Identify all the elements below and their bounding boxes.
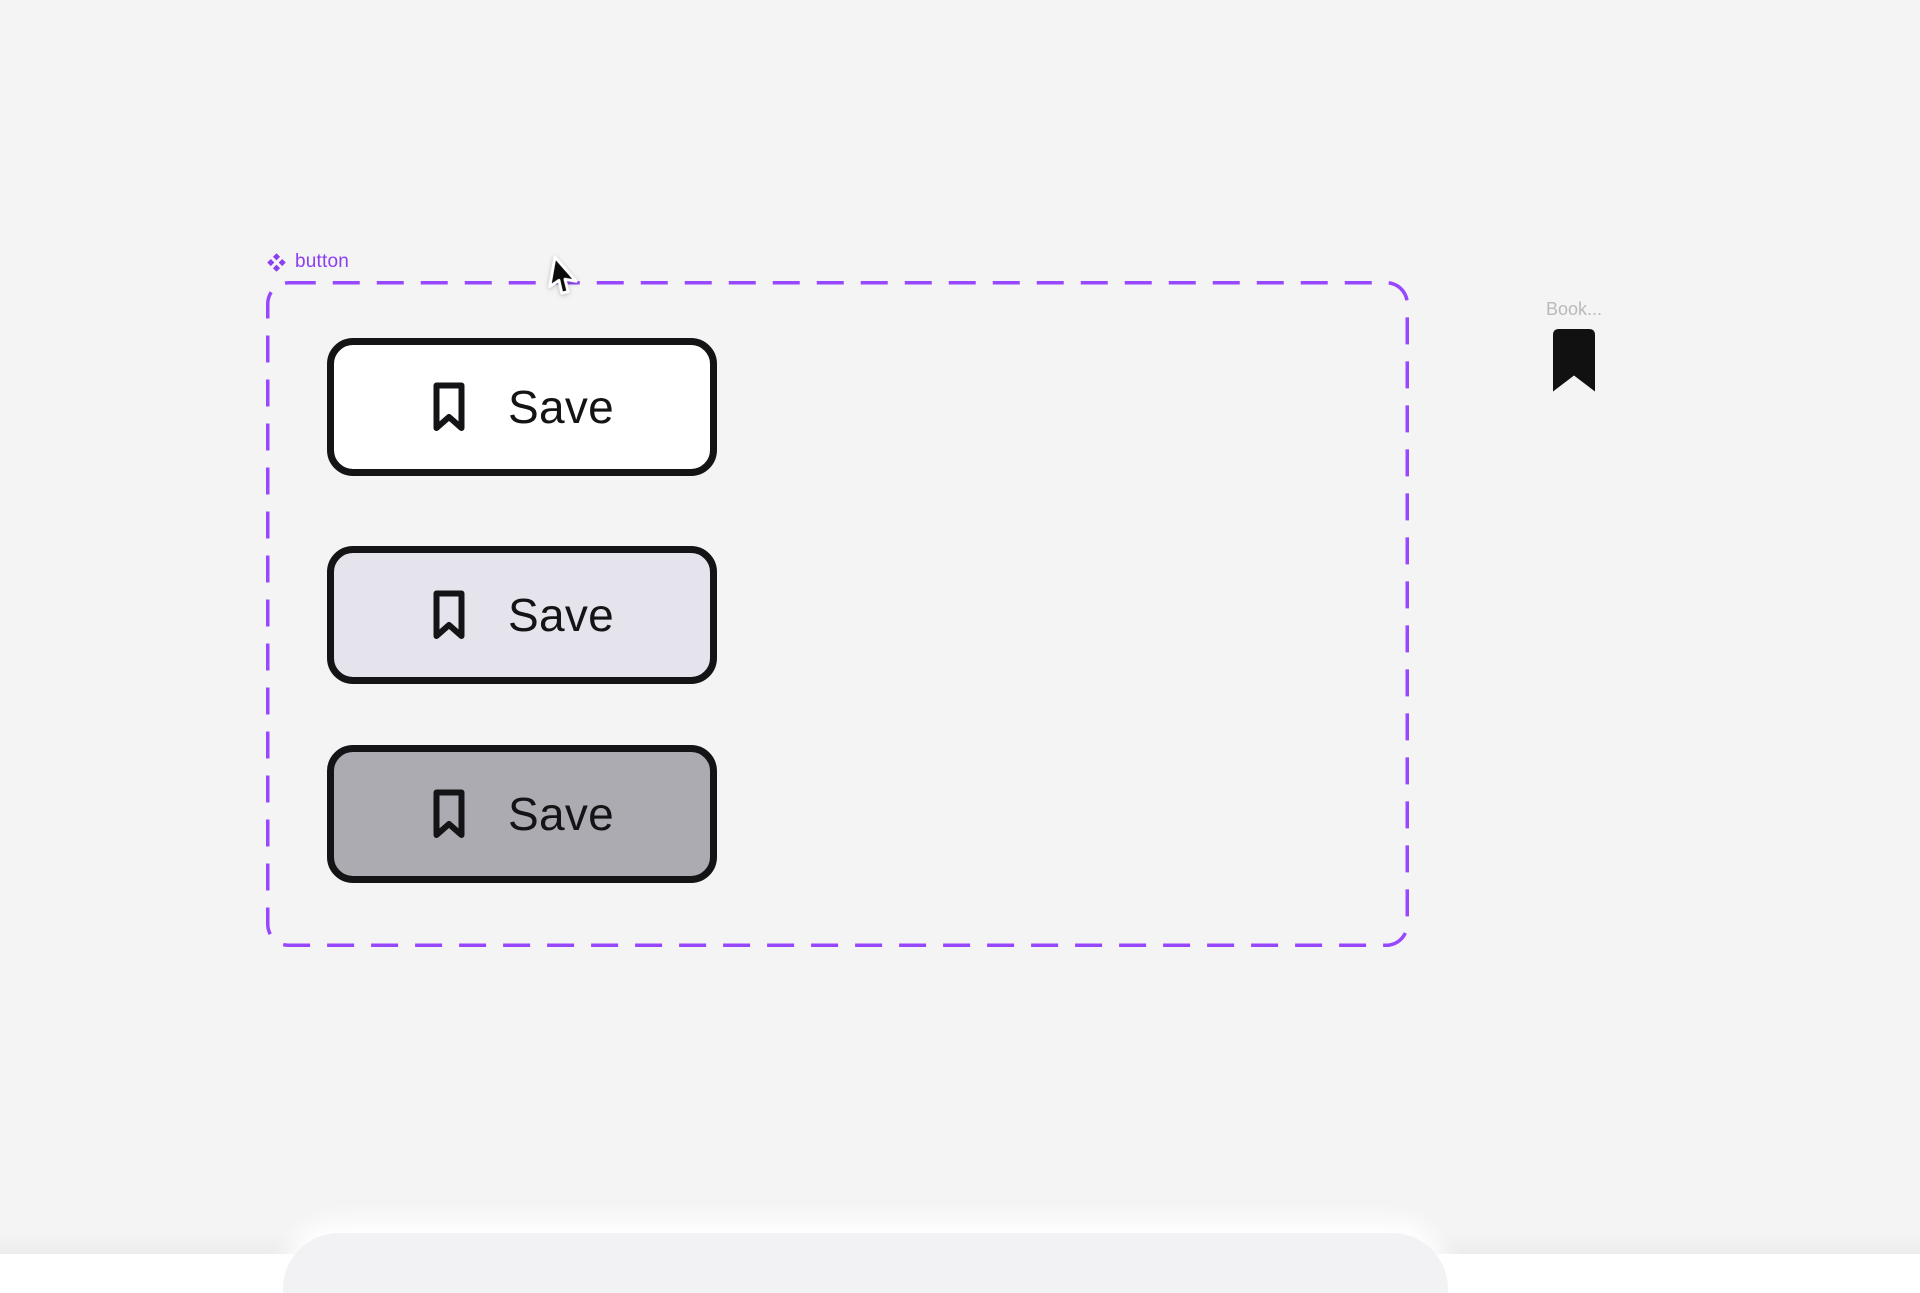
save-button-gray[interactable]: Save [327, 745, 717, 883]
save-button-label: Save [507, 381, 615, 433]
save-button-label: Save [507, 788, 615, 840]
bottom-panel-edge [283, 1233, 1448, 1293]
component-set-frame[interactable] [266, 281, 1409, 947]
bookmark-icon [433, 382, 465, 431]
save-button-light[interactable]: Save [327, 546, 717, 684]
component-set-name: button [295, 251, 350, 272]
bookmark-icon [433, 590, 465, 639]
bookmark-asset[interactable]: Book... [1528, 298, 1620, 392]
save-button-label: Save [507, 589, 615, 641]
save-button-white[interactable]: Save [327, 338, 717, 476]
component-set-label[interactable]: button [267, 251, 349, 273]
bookmark-filled-icon [1553, 329, 1595, 392]
asset-name-label: Book... [1545, 299, 1603, 319]
bookmark-icon [433, 789, 465, 838]
component-icon [267, 252, 286, 272]
